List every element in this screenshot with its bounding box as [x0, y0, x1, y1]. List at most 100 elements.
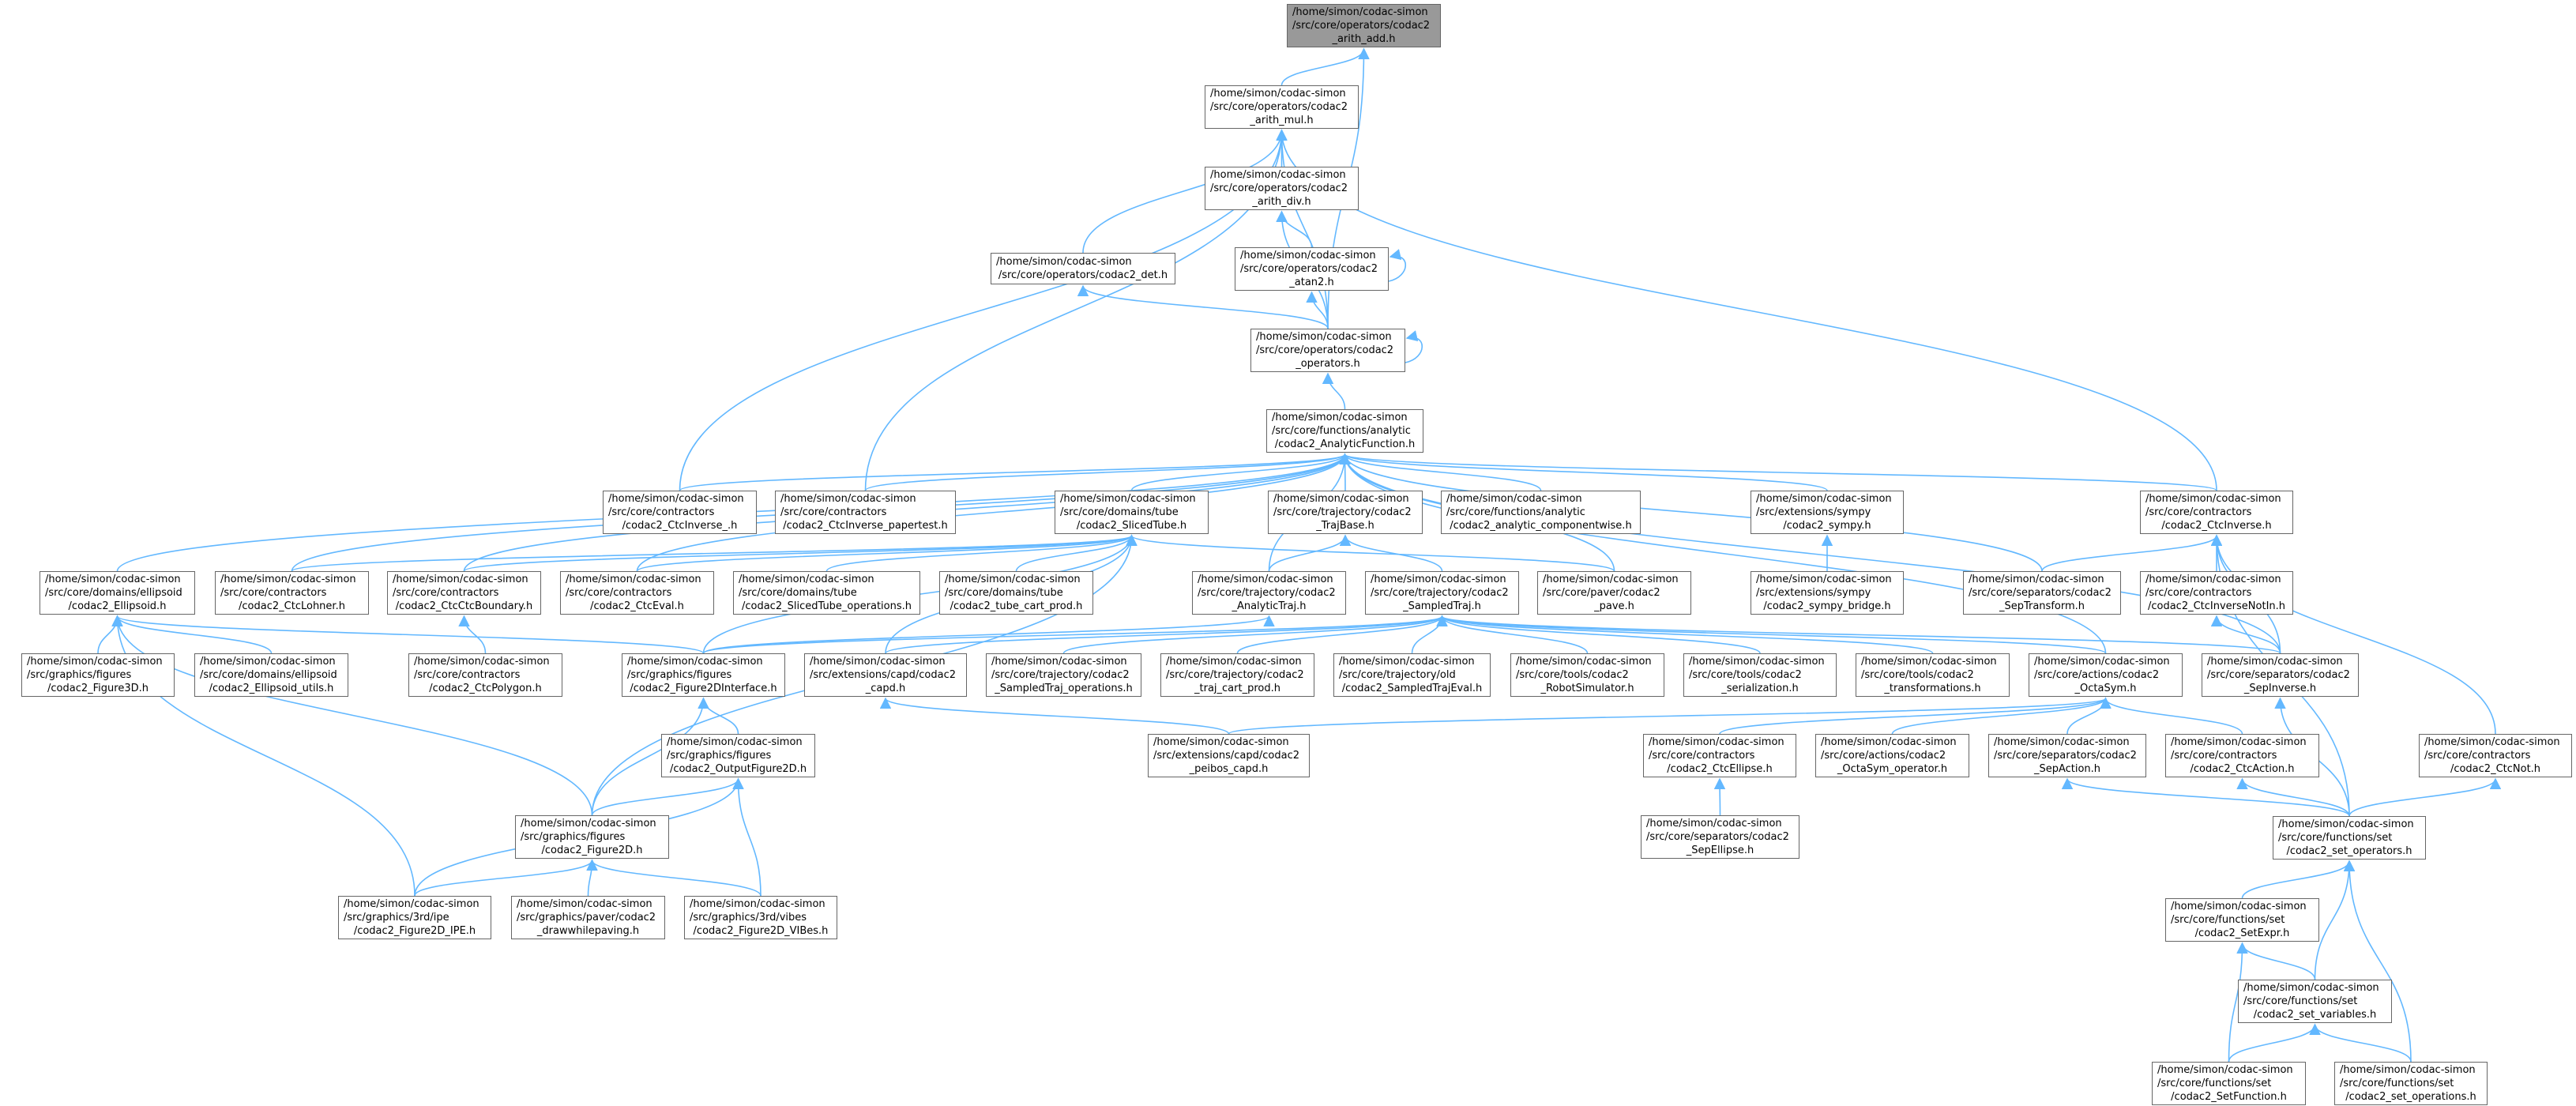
file-path-line: /codac2_tube_cart_prod.h: [950, 600, 1083, 612]
file-path-line: _AnalyticTraj.h: [1232, 600, 1307, 612]
file-node-ctcboundary[interactable]: /home/simon/codac-simon/src/core/contrac…: [387, 571, 541, 615]
file-path-line: /home/simon/codac-simon: [2171, 901, 2307, 912]
file-node-sepellipse[interactable]: /home/simon/codac-simon/src/core/separat…: [1641, 815, 1799, 859]
file-node-septransform[interactable]: /home/simon/codac-simon/src/core/separat…: [1963, 571, 2121, 615]
file-path-line: /codac2_Figure2DInterface.h: [630, 683, 777, 694]
file-node-ctcinv-[interactable]: /home/simon/codac-simon/src/core/contrac…: [603, 491, 757, 534]
file-node-figure2d[interactable]: /home/simon/codac-simon/src/graphics/fig…: [515, 815, 669, 859]
file-node-set-variables[interactable]: /home/simon/codac-simon/src/core/functio…: [2238, 980, 2392, 1023]
file-node-setfunction[interactable]: /home/simon/codac-simon/src/core/functio…: [2152, 1062, 2306, 1105]
file-node-ctcinvnotin[interactable]: /home/simon/codac-simon/src/core/contrac…: [2140, 571, 2293, 615]
include-edge-serialization-to-sampledtraj: [1436, 615, 1761, 654]
file-path-line: /src/graphics/paver/codac2: [517, 912, 656, 924]
include-edge-robotsim-to-sampledtraj: [1436, 615, 1589, 654]
file-path-line: /codac2_CtcLohner.h: [239, 600, 345, 612]
file-path-line: /src/core/functions/analytic: [1272, 425, 1411, 437]
file-node-det[interactable]: /home/simon/codac-simon/src/core/operato…: [991, 253, 1175, 284]
file-path-line: /home/simon/codac-simon: [1060, 493, 1196, 505]
include-edge-ctcboundary-to-slicedtube: [463, 534, 1138, 572]
file-node-traj-cart[interactable]: /home/simon/codac-simon/src/core/traject…: [1160, 653, 1314, 697]
file-node-peibos[interactable]: /home/simon/codac-simon/src/extensions/c…: [1148, 734, 1310, 777]
file-node-ctcaction[interactable]: /home/simon/codac-simon/src/core/contrac…: [2165, 734, 2319, 777]
file-node-setexpr[interactable]: /home/simon/codac-simon/src/core/functio…: [2165, 898, 2319, 942]
file-node-sepinverse[interactable]: /home/simon/codac-simon/src/core/separat…: [2202, 653, 2359, 697]
file-node-drawwhilepaving[interactable]: /home/simon/codac-simon/src/graphics/pav…: [511, 896, 665, 939]
file-node-sepaction[interactable]: /home/simon/codac-simon/src/core/separat…: [1988, 734, 2146, 777]
file-node-operators[interactable]: /home/simon/codac-simon/src/core/operato…: [1250, 329, 1405, 372]
file-node-figure3d[interactable]: /home/simon/codac-simon/src/graphics/fig…: [21, 653, 175, 697]
file-node-analytictraj[interactable]: /home/simon/codac-simon/src/core/traject…: [1192, 571, 1346, 615]
file-path-line: /codac2_set_operators.h: [2286, 845, 2412, 857]
file-node-atan2[interactable]: /home/simon/codac-simon/src/core/operato…: [1235, 247, 1389, 291]
file-path-line: /src/core/separators/codac2: [1994, 750, 2137, 762]
file-node-sympy[interactable]: /home/simon/codac-simon/src/extensions/s…: [1751, 491, 1904, 534]
include-edge-ctceval-to-slicedtube: [636, 534, 1138, 572]
file-node-sampledtrajeval[interactable]: /home/simon/codac-simon/src/core/traject…: [1333, 653, 1491, 697]
file-node-ctceval[interactable]: /home/simon/codac-simon/src/core/contrac…: [560, 571, 714, 615]
file-node-vibes[interactable]: /home/simon/codac-simon/src/graphics/3rd…: [684, 896, 837, 939]
file-node-st-ops[interactable]: /home/simon/codac-simon/src/core/domains…: [733, 571, 920, 615]
file-node-set-operators[interactable]: /home/simon/codac-simon/src/core/functio…: [2273, 816, 2426, 860]
file-node-componentwise[interactable]: /home/simon/codac-simon/src/core/functio…: [1441, 491, 1641, 534]
file-path-line: /codac2_CtcEllipse.h: [1667, 763, 1773, 775]
file-node-robotsim[interactable]: /home/simon/codac-simon/src/core/tools/c…: [1510, 653, 1664, 697]
include-edge-setfunction-to-setexpr: [2228, 942, 2248, 1063]
file-path-line: /codac2_Figure3D.h: [47, 683, 149, 694]
file-node-tube-cart[interactable]: /home/simon/codac-simon/src/core/domains…: [939, 571, 1093, 615]
file-node-mul[interactable]: /home/simon/codac-simon/src/core/operato…: [1205, 85, 1359, 129]
file-path-line: /src/core/contractors: [2171, 750, 2277, 762]
file-node-add: /home/simon/codac-simon/src/core/operato…: [1287, 4, 1441, 47]
file-path-line: /home/simon/codac-simon: [2424, 736, 2560, 748]
file-node-sampledtraj-ops[interactable]: /home/simon/codac-simon/src/core/traject…: [986, 653, 1141, 697]
file-node-set-operations[interactable]: /home/simon/codac-simon/src/core/functio…: [2334, 1062, 2488, 1105]
include-edge-ctcellipse-to-octasym: [1719, 697, 2112, 735]
file-path-line: /src/core/tools/codac2: [1861, 669, 1974, 681]
file-path-line: /src/core/contractors: [2424, 750, 2531, 762]
file-path-line: _SepTransform.h: [1999, 600, 2085, 612]
file-path-line: /codac2_SetFunction.h: [2171, 1091, 2287, 1103]
file-path-line: /home/simon/codac-simon: [1210, 88, 1346, 100]
file-node-div[interactable]: /home/simon/codac-simon/src/core/operato…: [1205, 167, 1359, 210]
file-path-line: _OctaSym_operator.h: [1837, 763, 1948, 775]
file-node-papertest[interactable]: /home/simon/codac-simon/src/core/contrac…: [775, 491, 956, 534]
file-node-trajbase[interactable]: /home/simon/codac-simon/src/core/traject…: [1268, 491, 1423, 534]
include-edge-transformations-to-sampledtraj: [1436, 615, 1934, 654]
file-path-line: /home/simon/codac-simon: [1756, 493, 1892, 505]
file-path-line: /src/core/functions/set: [2171, 914, 2285, 926]
file-node-ctclohner[interactable]: /home/simon/codac-simon/src/core/contrac…: [215, 571, 369, 615]
include-edge-ellipsoid_utils-to-ellipsoid: [111, 615, 273, 654]
include-edge-sampledtraj_ops-to-sampledtraj: [1062, 615, 1448, 654]
file-path-line: /home/simon/codac-simon: [45, 574, 181, 585]
file-node-ctcinverse[interactable]: /home/simon/codac-simon/src/core/contrac…: [2140, 491, 2293, 534]
file-node-ctcpolygon[interactable]: /home/simon/codac-simon/src/core/contrac…: [408, 653, 562, 697]
file-node-sampledtraj[interactable]: /home/simon/codac-simon/src/core/traject…: [1365, 571, 1519, 615]
file-path-line: _SampledTraj_operations.h: [995, 683, 1133, 694]
file-path-line: /src/core/separators/codac2: [1646, 831, 1789, 843]
file-path-line: /src/core/tools/codac2: [1689, 669, 1802, 681]
file-node-ctcellipse[interactable]: /home/simon/codac-simon/src/core/contrac…: [1643, 734, 1796, 777]
include-edge-ctcaction-to-octasym: [2100, 697, 2243, 735]
file-path-line: /codac2_CtcInverseNotIn.h: [2147, 600, 2286, 612]
file-path-line: /codac2_SlicedTube_operations.h: [741, 600, 912, 612]
file-node-capd[interactable]: /home/simon/codac-simon/src/extensions/c…: [804, 653, 967, 697]
file-node-af[interactable]: /home/simon/codac-simon/src/core/functio…: [1266, 409, 1423, 453]
file-node-fig2dinterface[interactable]: /home/simon/codac-simon/src/graphics/fig…: [622, 653, 785, 697]
file-node-pave[interactable]: /home/simon/codac-simon/src/core/paver/c…: [1537, 571, 1691, 615]
file-node-outputfig2d[interactable]: /home/simon/codac-simon/src/graphics/fig…: [661, 734, 815, 777]
file-node-octasym[interactable]: /home/simon/codac-simon/src/core/actions…: [2029, 653, 2183, 697]
file-node-ellipsoid[interactable]: /home/simon/codac-simon/src/core/domains…: [39, 571, 195, 615]
file-path-line: _OctaSym.h: [2074, 683, 2137, 694]
file-path-line: /home/simon/codac-simon: [1689, 656, 1825, 668]
file-path-line: /src/core/functions/set: [2278, 832, 2393, 844]
file-node-ellipsoid-utils[interactable]: /home/simon/codac-simon/src/core/domains…: [194, 653, 348, 697]
file-node-transformations[interactable]: /home/simon/codac-simon/src/core/tools/c…: [1856, 653, 2010, 697]
file-node-ctcnot[interactable]: /home/simon/codac-simon/src/core/contrac…: [2419, 734, 2572, 777]
file-path-line: /src/core/contractors: [2145, 587, 2252, 599]
include-edge-sympy-to-af: [1339, 453, 1828, 491]
file-node-octasym-op[interactable]: /home/simon/codac-simon/src/core/actions…: [1815, 734, 1969, 777]
file-node-sympy-bridge[interactable]: /home/simon/codac-simon/src/extensions/s…: [1751, 571, 1904, 615]
file-node-serialization[interactable]: /home/simon/codac-simon/src/core/tools/c…: [1683, 653, 1837, 697]
file-node-ipe[interactable]: /home/simon/codac-simon/src/graphics/3rd…: [338, 896, 491, 939]
file-path-line: /home/simon/codac-simon: [1756, 574, 1892, 585]
file-node-slicedtube[interactable]: /home/simon/codac-simon/src/core/domains…: [1055, 491, 1209, 534]
